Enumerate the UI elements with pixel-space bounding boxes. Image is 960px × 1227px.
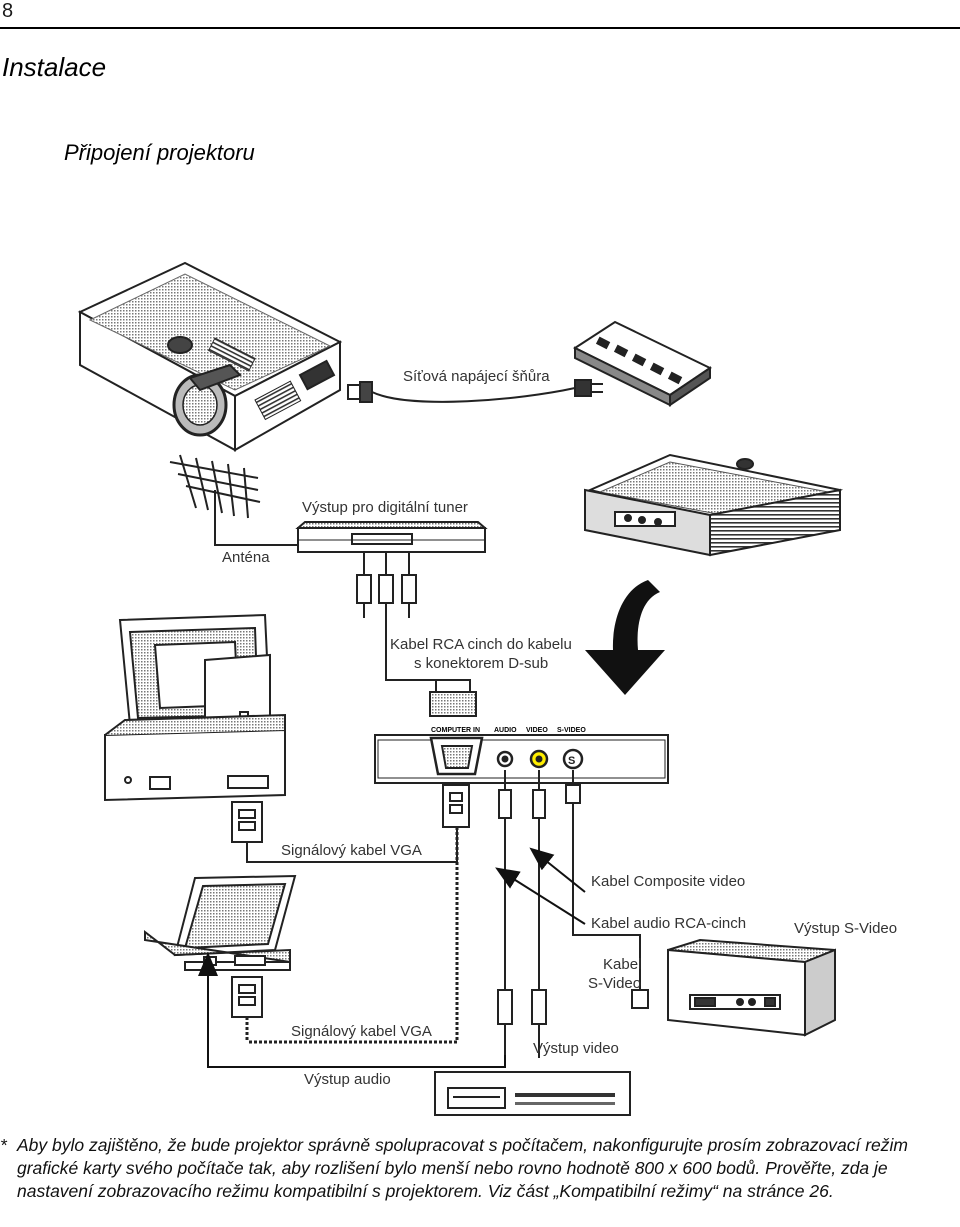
pointer-arrows (495, 847, 586, 925)
footnote: * Aby bylo zajištěno, že bude projektor … (0, 1134, 950, 1203)
label-video-output: Výstup video (533, 1040, 619, 1057)
power-cord (347, 379, 603, 403)
vcr-bottom (434, 1071, 631, 1116)
svideo-connector (631, 989, 649, 1009)
label-digital-tuner: Výstup pro digitální tuner (302, 499, 468, 516)
page-number: 8 (2, 0, 14, 22)
footnote-text: Aby bylo zajištěno, že bude projektor sp… (17, 1135, 909, 1201)
port-label-computer-in: COMPUTER IN (431, 727, 480, 734)
header-rule (0, 27, 960, 29)
desktop-computer (104, 613, 286, 802)
port-label-s-video: S-VIDEO (557, 727, 586, 734)
vga-connector-laptop (231, 976, 263, 1042)
down-arrow (585, 580, 665, 695)
vga-connector-desktop (231, 801, 458, 863)
label-svideo-cable-2: S-Video (588, 975, 641, 992)
subsection-title: Připojení projektoru (64, 140, 255, 165)
power-strip (572, 320, 712, 407)
audio-output-line (198, 952, 506, 1068)
video-rca-ends (497, 989, 547, 1058)
label-rca-dsub-2: s konektorem D-sub (414, 655, 548, 672)
dsub-connector (429, 679, 477, 717)
projector-input-panel: S (374, 734, 669, 784)
section-title: Instalace (2, 52, 107, 82)
projector-top (77, 261, 343, 452)
footnote-marker: * (0, 1135, 7, 1155)
label-svideo-cable-1: Kabel (603, 956, 641, 973)
port-label-audio: AUDIO (494, 727, 517, 734)
rca-cables (356, 552, 452, 681)
label-power-cord: Síťová napájecí šňůra (403, 368, 550, 385)
label-composite-cable: Kabel Composite video (591, 873, 745, 890)
projector-side (584, 453, 844, 557)
label-vga-cable-top: Signálový kabel VGA (281, 842, 422, 859)
vcr-device (667, 938, 836, 1037)
label-rca-dsub-1: Kabel RCA cinch do kabelu (390, 636, 572, 653)
label-svideo-output: Výstup S-Video (794, 920, 897, 937)
label-vga-cable-bottom: Signálový kabel VGA (291, 1023, 432, 1040)
svg-text:S: S (568, 755, 575, 767)
antenna (169, 454, 298, 546)
port-label-video: VIDEO (526, 727, 548, 734)
connection-diagram: Síťová napájecí šňůra Anténa Výstup pro … (77, 261, 897, 1116)
label-antenna: Anténa (222, 549, 270, 566)
digital-tuner (295, 521, 488, 553)
label-audio-output: Výstup audio (304, 1071, 391, 1088)
panel-cables (247, 770, 641, 1044)
label-audio-rca-cable: Kabel audio RCA-cinch (591, 915, 746, 932)
laptop (144, 874, 297, 971)
